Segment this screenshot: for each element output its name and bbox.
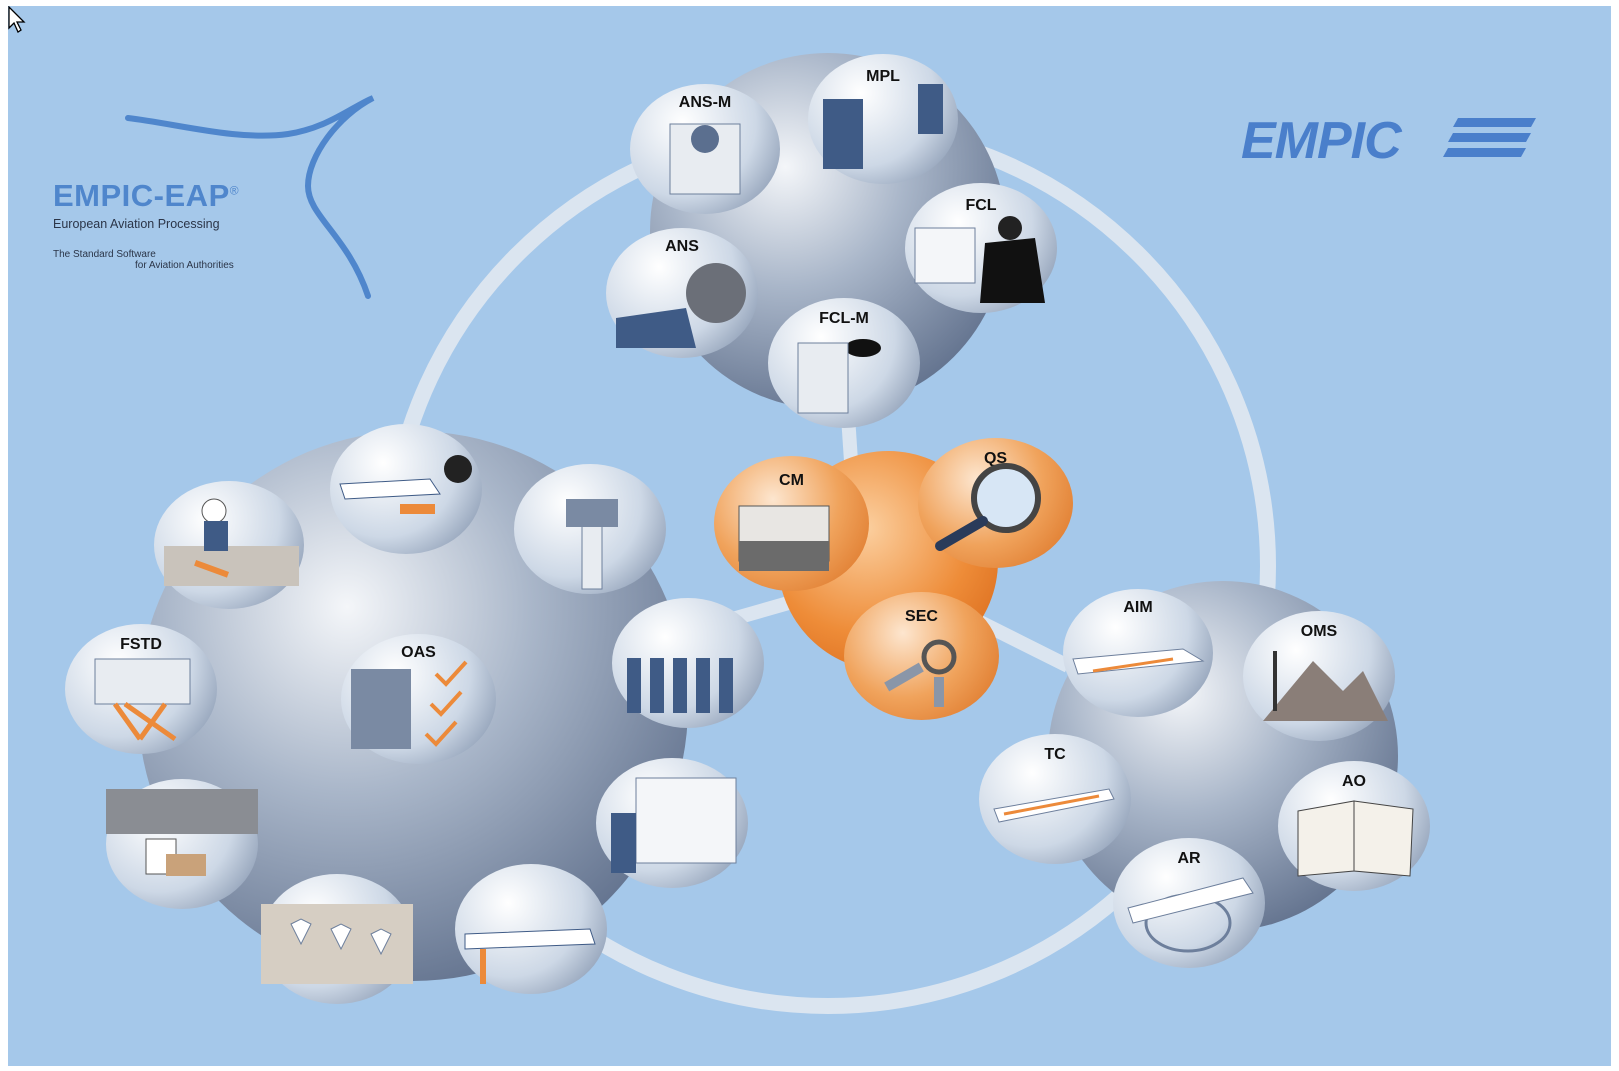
module-aim[interactable]: AIM [1063, 589, 1213, 717]
card-file-icon [738, 505, 830, 571]
module-ar[interactable]: AR [1113, 838, 1265, 968]
product-subtitle: European Aviation Processing [53, 217, 220, 231]
crew-lineup-icon [627, 658, 733, 713]
module-office[interactable] [106, 779, 258, 909]
module-crew[interactable] [612, 598, 764, 728]
module-fcl-m-label: FCL-M [819, 310, 869, 327]
brand-swoosh-icon [125, 95, 375, 299]
module-ar-label: AR [1177, 850, 1201, 867]
product-logo: EMPIC-EAP® [53, 178, 239, 214]
module-oas[interactable]: OAS [341, 634, 496, 764]
control-tower-icon [566, 499, 618, 590]
module-ans[interactable]: ANS [606, 228, 758, 358]
empic-eap-start-screen: EMPIC-EAP® European Aviation Processing … [8, 6, 1611, 1066]
module-fcl-m[interactable]: FCL-M [768, 298, 920, 428]
module-airline-pilot[interactable] [330, 424, 482, 554]
company-logo: EMPIC [1241, 112, 1402, 170]
module-qs[interactable]: QS [918, 438, 1073, 568]
module-ans-label: ANS [665, 238, 699, 255]
flight-simulator-icon [94, 658, 191, 742]
module-cm-label: CM [779, 472, 804, 489]
product-name: EMPIC-EAP [53, 178, 230, 213]
radar-console-icon [616, 263, 746, 348]
aircraft-cockpit-icon [339, 455, 472, 514]
module-sec[interactable]: SEC [844, 592, 999, 720]
office-desk-icon [106, 789, 258, 876]
tagline-line1: The Standard Software [53, 249, 156, 260]
module-fstd[interactable]: FSTD [65, 624, 217, 754]
module-sec-label: SEC [905, 608, 938, 625]
pilot-training-icon [823, 84, 943, 169]
module-aim-label: AIM [1123, 599, 1153, 616]
type-certificate-aircraft-icon [993, 788, 1115, 823]
aircraft-register-stamp-icon [1127, 877, 1254, 953]
mouse-cursor-icon [8, 6, 26, 33]
module-mpl[interactable]: MPL [808, 54, 958, 184]
module-oms[interactable]: OMS [1243, 611, 1395, 741]
module-control-tower[interactable] [514, 464, 666, 594]
module-ans-m-label: ANS-M [678, 94, 732, 111]
tagline-line2: for Aviation Authorities [135, 260, 234, 271]
module-fcl[interactable]: FCL [905, 183, 1057, 313]
module-qs-label: QS [983, 450, 1008, 467]
module-cm[interactable]: CM [714, 456, 869, 591]
registered-mark: ® [229, 183, 240, 198]
module-fcl-label: FCL [965, 197, 997, 214]
module-planning[interactable] [596, 758, 748, 888]
module-apron[interactable] [261, 874, 413, 1004]
module-ao-label: AO [1342, 773, 1366, 790]
module-mpl-label: MPL [866, 68, 900, 85]
module-ans-m[interactable]: ANS-M [630, 84, 780, 214]
hangar-aircraft-icon [464, 928, 596, 984]
module-tc-label: TC [1044, 746, 1066, 763]
empic-stripes-icon [1443, 118, 1536, 157]
module-fstd-label: FSTD [120, 636, 162, 653]
mountain-tower-icon [1263, 651, 1388, 721]
medical-exam-icon [797, 339, 881, 414]
module-maintenance[interactable] [154, 481, 304, 609]
engineer-icon [669, 123, 741, 195]
checklist-building-icon [351, 660, 468, 749]
module-ao[interactable]: AO [1278, 761, 1430, 891]
small-aircraft-icon [1072, 648, 1205, 675]
maintenance-desk-icon [164, 498, 299, 586]
module-tc[interactable]: TC [979, 734, 1131, 864]
module-oas-label: OAS [401, 644, 436, 661]
module-hangar[interactable] [455, 864, 607, 994]
keys-icon [884, 639, 957, 707]
apron-parking-icon [261, 904, 413, 984]
planning-board-icon [611, 777, 737, 873]
module-oms-label: OMS [1300, 623, 1338, 640]
captain-icon [914, 216, 1045, 303]
magnifier-icon [935, 463, 1041, 551]
logbook-icon [1297, 800, 1414, 877]
